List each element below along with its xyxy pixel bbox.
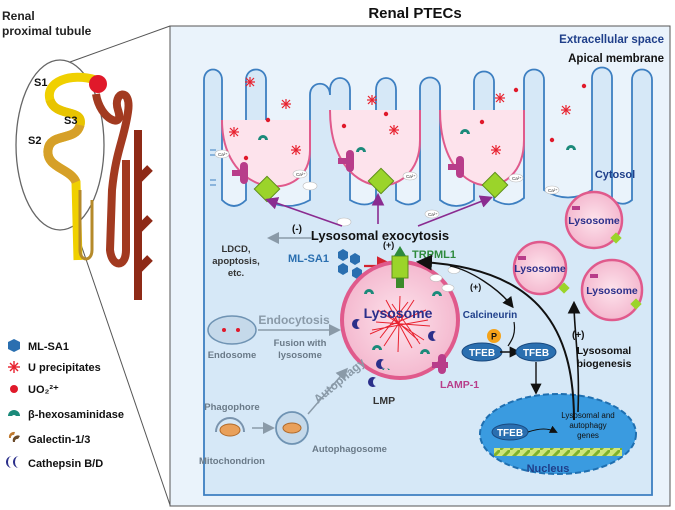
u-precipitates [229, 77, 571, 155]
dot-icon [10, 385, 18, 393]
genes-line1: Lysosomal and [561, 411, 615, 420]
svg-text:Ca²⁺: Ca²⁺ [406, 174, 416, 179]
asterisk-icon [8, 361, 20, 373]
calcineurin-action-line [507, 321, 516, 347]
main-lysosome-label: Lysosome [364, 305, 433, 321]
lamp1-protein [432, 354, 448, 374]
segment-s1: S1 [34, 77, 47, 89]
biogenesis-line1: Lysosomal [577, 345, 632, 357]
autophagy-arrow [307, 367, 348, 415]
gene-activation-arrow [527, 425, 558, 433]
moon-icon [6, 456, 19, 468]
legend-label-uo2: UO₂²⁺ [28, 384, 59, 396]
biogenesis-line2: biogenesis [577, 358, 632, 370]
zoom-line-bottom [75, 229, 171, 506]
legend-label-hexosaminidase: β-hexosaminidase [28, 409, 124, 421]
phosphate-label: P [491, 332, 497, 342]
svg-text:Ca²⁺: Ca²⁺ [428, 212, 438, 217]
ldcd-line1: LDCD, [221, 244, 250, 255]
svg-text:Ca²⁺: Ca²⁺ [218, 152, 228, 157]
minus-label: (-) [292, 224, 302, 235]
left-panel: Renal proximal tubule S1 S2 S3 [2, 9, 171, 506]
endosome [207, 315, 257, 345]
new-lysosome-label-1: Lysosome [568, 215, 620, 227]
lysosomal-exocytosis-label: Lysosomal exocytosis [311, 228, 449, 243]
zoom-line-top [69, 25, 171, 63]
calcium-ion-labels: Ca²⁺ Ca²⁺ Ca²⁺ Ca²⁺ Ca²⁺ Ca²⁺ [218, 152, 558, 217]
ldcd-line3: etc. [228, 268, 244, 279]
double-crescent-icon [8, 431, 20, 442]
phosphate-badge [487, 329, 501, 343]
phagophore-membrane [215, 417, 245, 433]
calcium-ions [214, 149, 560, 227]
main-title: Renal PTECs [368, 5, 461, 22]
tfeb-label-3: TFEB [497, 428, 523, 439]
legend-label-galectin: Galectin-1/3 [28, 434, 90, 446]
trpml1-channel [391, 246, 409, 288]
calcineurin-label: Calcineurin [463, 310, 517, 321]
legend-label-u-precipitates: U precipitates [28, 362, 101, 374]
lmp-leak [368, 367, 390, 387]
svg-text:Ca²⁺: Ca²⁺ [548, 188, 558, 193]
trpml1-plus: (+) [383, 240, 394, 250]
hexagon-icon [8, 339, 20, 352]
biogenesis-plus: (+) [572, 330, 585, 341]
legend-label-cathepsin: Cathepsin B/D [28, 458, 103, 470]
endosome-label: Endosome [208, 350, 257, 361]
fusion-line2: lysosome [278, 350, 322, 361]
calcium-release-ions [429, 266, 461, 292]
exocytosis-arrows [264, 192, 493, 227]
endocytosis-label: Endocytosis [258, 313, 330, 327]
tfeb-active [515, 342, 557, 362]
fusion-line1: Fusion with [274, 338, 327, 349]
dna-strand [494, 448, 622, 456]
uo2-dots [243, 83, 587, 161]
genes-line3: genes [577, 431, 599, 440]
mitochondrion-icon [219, 423, 241, 437]
apical-membrane-label: Apical membrane [568, 53, 664, 65]
endosome-cargo-1 [222, 328, 226, 332]
membrane-channels [232, 150, 509, 203]
phagophore-label: Phagophore [204, 402, 259, 413]
lysosome-enzymes [352, 289, 442, 369]
segment-s2: S2 [28, 135, 41, 147]
segment-s3: S3 [64, 115, 77, 127]
endosome-cargo-2 [236, 328, 240, 332]
lamp1-label: LAMP-1 [440, 379, 479, 391]
mitochondrion-label: Mitochondrion [199, 456, 265, 467]
genes-line2: autophagy [569, 421, 606, 430]
hexosaminidase-extracellular [258, 129, 576, 152]
svg-text:Ca²⁺: Ca²⁺ [512, 176, 522, 181]
autophagosome-label: Autophagosome [312, 444, 387, 455]
crescent-icon [8, 410, 20, 416]
autophagosome-mitochondrion-icon [282, 422, 302, 434]
calcineurin-plus: (+) [470, 282, 481, 292]
trpml1-label: TRPML1 [412, 249, 456, 261]
tubule-illustration [43, 72, 153, 300]
new-lysosome-label-2: Lysosome [514, 263, 566, 275]
cytosol-label: Cytosol [595, 169, 635, 181]
tfeb-label-1: TFEB [469, 348, 495, 359]
legend-label-ml-sa1: ML-SA1 [28, 341, 69, 353]
legend: ML-SA1 U precipitates UO₂²⁺ β-hexosamini… [6, 339, 124, 470]
ml-sa1-label: ML-SA1 [288, 253, 329, 265]
new-lysosomes [512, 190, 644, 322]
new-lysosome-label-3: Lysosome [586, 285, 638, 297]
left-title-line1: Renal [2, 9, 35, 23]
nucleus-label: Nucleus [527, 463, 570, 475]
svg-text:Ca²⁺: Ca²⁺ [296, 172, 306, 177]
calcium-to-calcineurin-arrow [449, 265, 514, 309]
left-title-line2: proximal tubule [2, 24, 92, 38]
lmp-label: LMP [373, 395, 395, 407]
ldcd-line2: apoptosis, [212, 256, 260, 267]
extracellular-space-label: Extracellular space [559, 34, 664, 46]
u-precipitate-cluster [369, 295, 431, 353]
tfeb-label-2: TFEB [523, 348, 549, 359]
biogenesis-arrow [567, 300, 581, 413]
zoom-ellipse [15, 59, 105, 231]
feedback-arrow [416, 254, 575, 421]
